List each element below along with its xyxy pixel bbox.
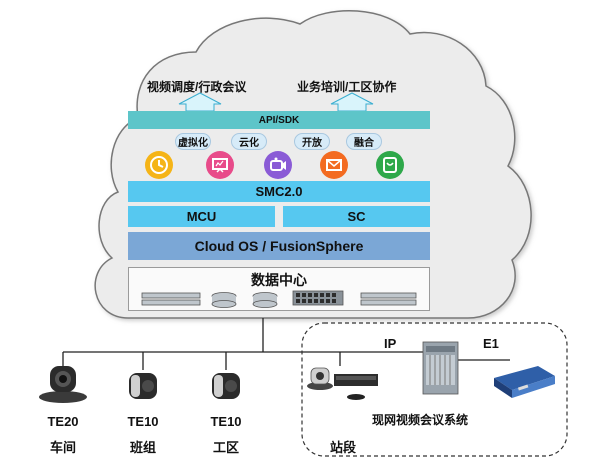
capability-fusion: 融合 xyxy=(346,133,382,150)
clock-icon xyxy=(145,151,173,179)
api-sdk-label: API/SDK xyxy=(258,114,300,126)
endpoint-place-workshop: 车间 xyxy=(49,440,76,455)
endpoint-model-te20: TE20 xyxy=(47,414,79,429)
datacenter-box: 数据中心 xyxy=(128,267,430,311)
cloud-os-bar: Cloud OS / FusionSphere xyxy=(128,232,430,260)
cloud-os-label: Cloud OS / FusionSphere xyxy=(194,238,364,254)
smc-label: SMC2.0 xyxy=(255,184,303,199)
top-label-dispatch: 视频调度/行政会议 xyxy=(147,80,247,94)
endpoint-model-te10-area: TE10 xyxy=(210,414,242,429)
top-label-training: 业务培训/工区协作 xyxy=(297,80,397,94)
endpoint-model-te10-team: TE10 xyxy=(127,414,159,429)
mail-icon xyxy=(320,151,348,179)
smc-bar: SMC2.0 xyxy=(128,181,430,202)
api-sdk-bar: API/SDK xyxy=(128,111,430,129)
datacenter-title: 数据中心 xyxy=(251,272,307,288)
site-system-label: 现网视频会议系统 xyxy=(372,413,469,427)
phone-icon xyxy=(376,151,404,179)
sc-label: SC xyxy=(347,209,366,224)
site-place-label: 站段 xyxy=(330,440,357,455)
endpoint-place-area: 工区 xyxy=(212,440,239,455)
capability-open: 开放 xyxy=(294,133,330,150)
mcu-label: MCU xyxy=(186,209,217,224)
presentation-icon xyxy=(206,151,234,179)
mcu-bar: MCU xyxy=(128,206,275,227)
ip-label: IP xyxy=(384,336,397,351)
sc-bar: SC xyxy=(283,206,430,227)
capability-virtualization: 虚拟化 xyxy=(175,133,211,150)
e1-label: E1 xyxy=(483,336,499,351)
endpoint-place-team: 班组 xyxy=(129,440,156,455)
capability-cloud: 云化 xyxy=(231,133,267,150)
video-camera-icon xyxy=(264,151,292,179)
